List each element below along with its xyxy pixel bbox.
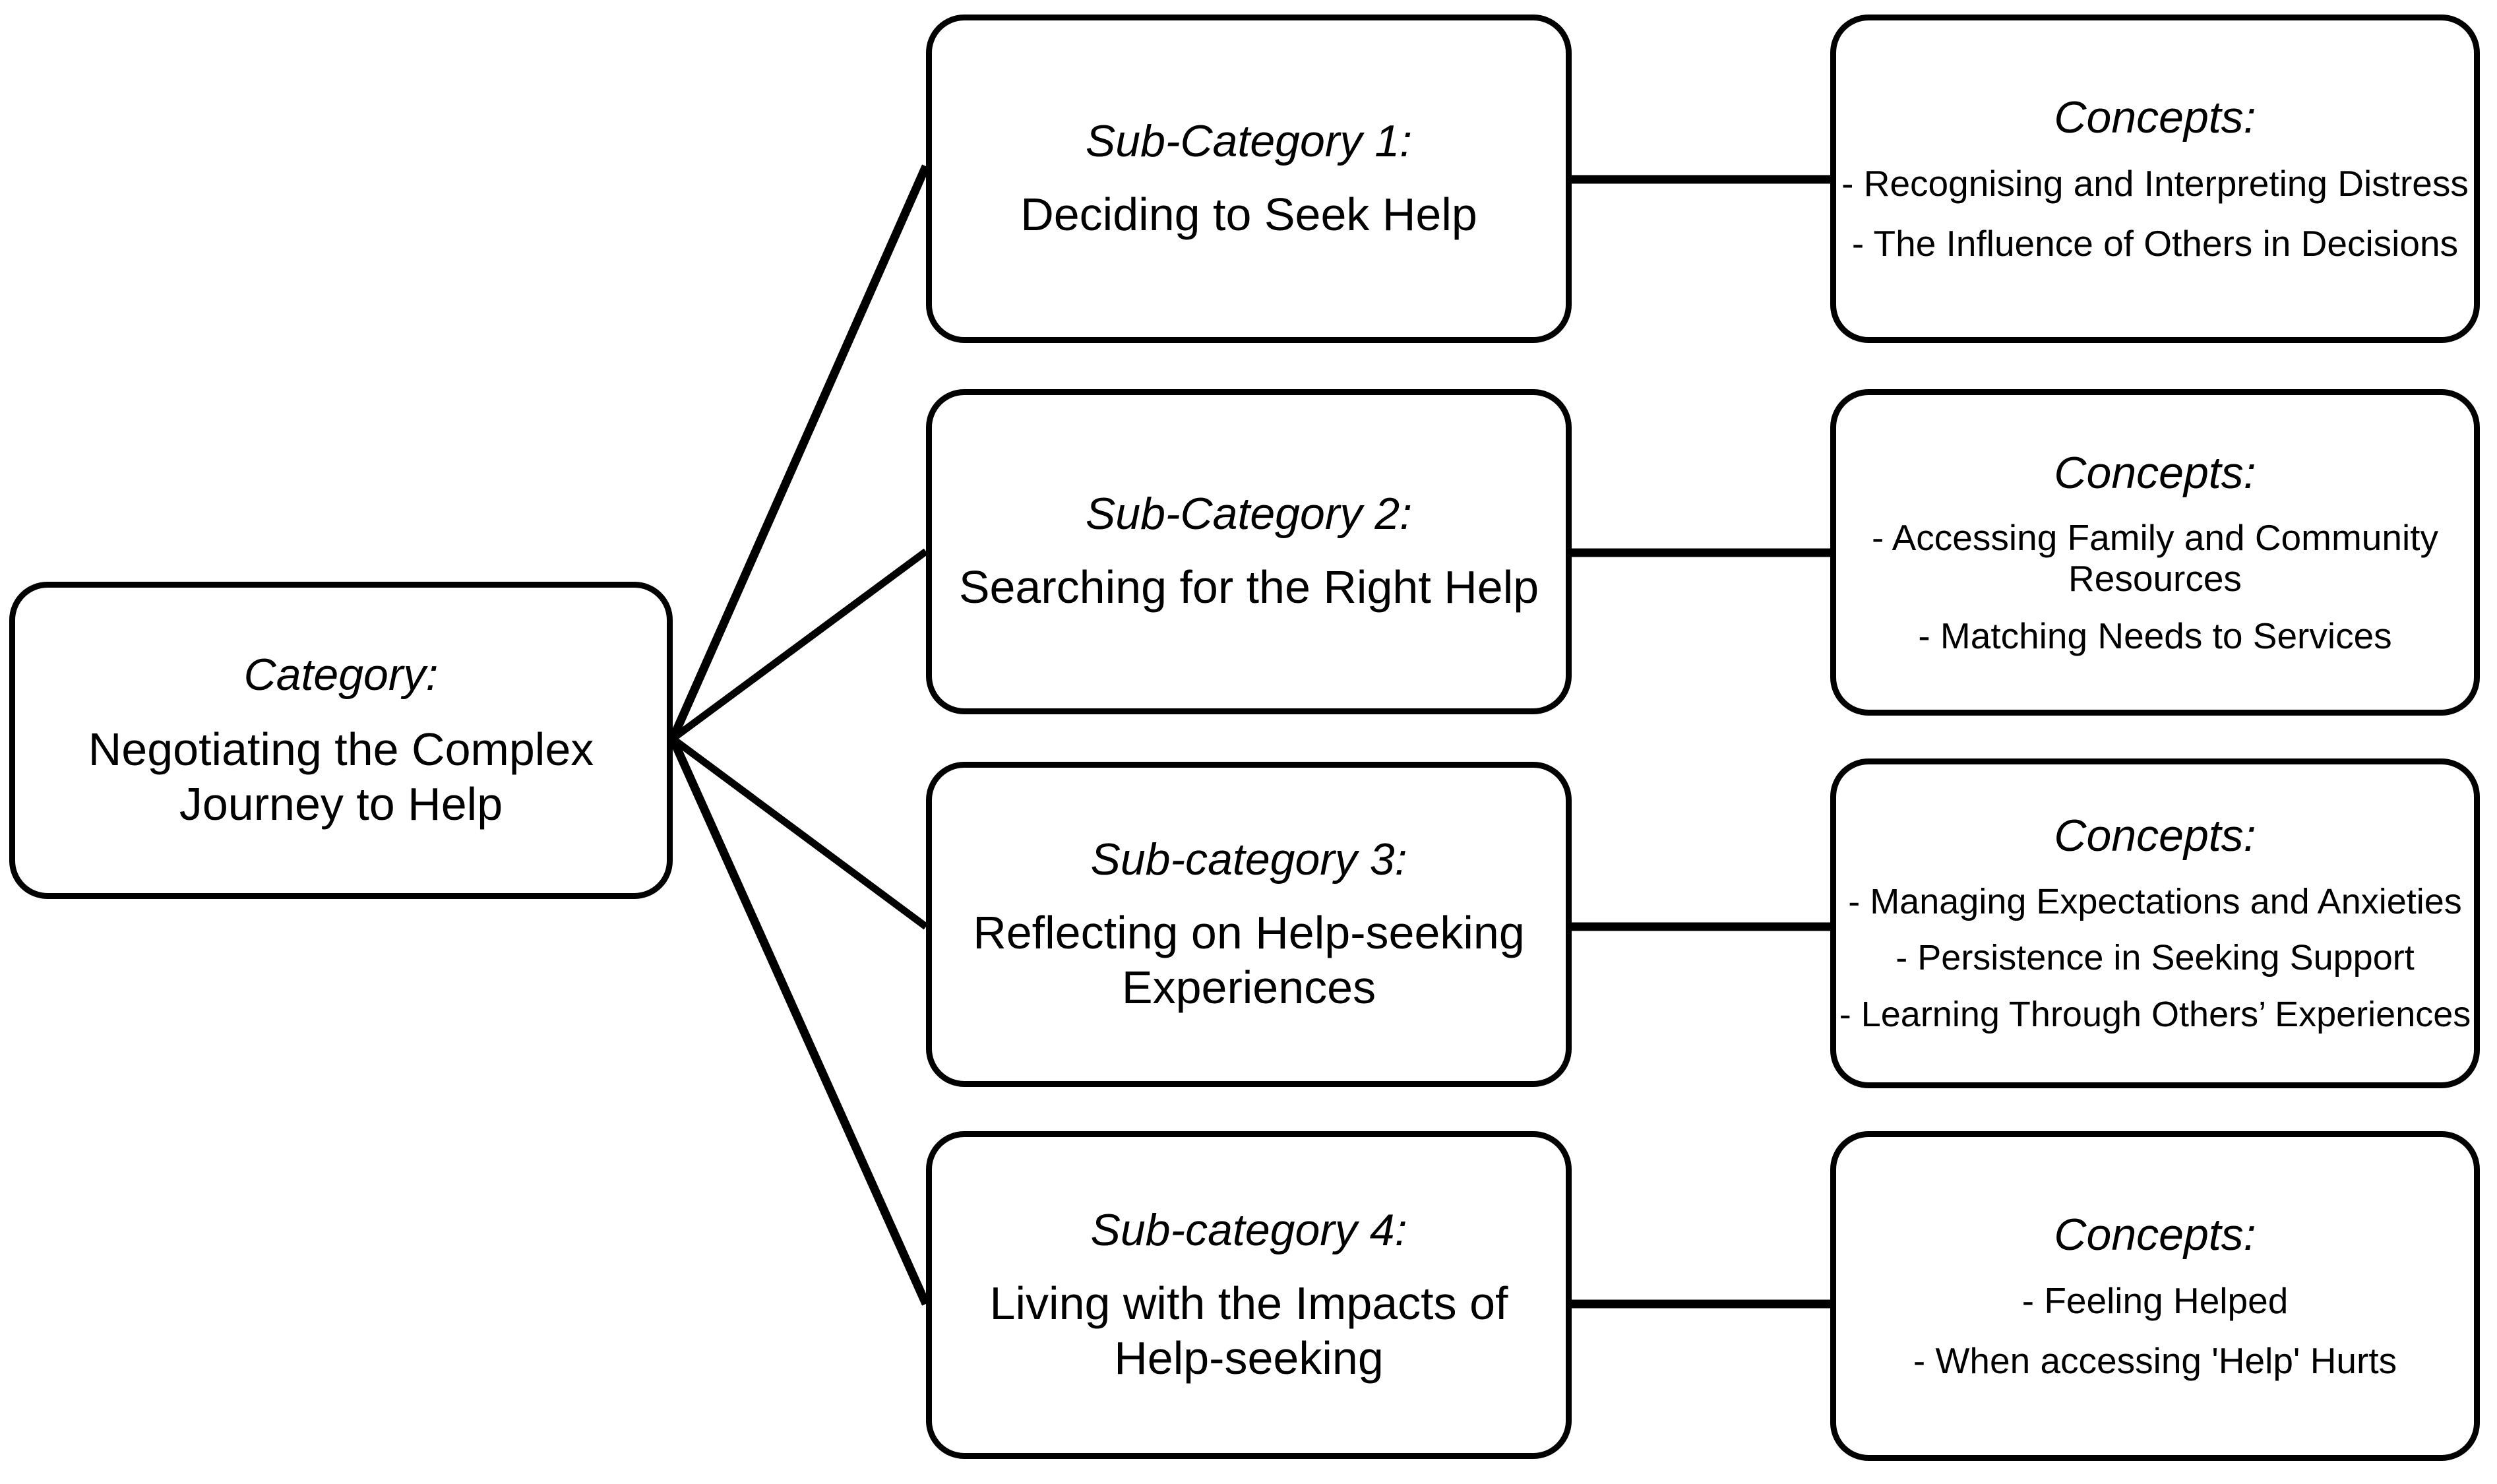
- subcategory-node-3[interactable]: Sub-category 3: Reflecting on Help-seeki…: [926, 762, 1572, 1087]
- concepts-node-3[interactable]: Concepts: - Managing Expectations and An…: [1830, 758, 2480, 1088]
- edge-category-to-sub-4: [669, 737, 930, 1306]
- subcategory-node-2[interactable]: Sub-Category 2: Searching for the Right …: [926, 389, 1572, 714]
- subcategory-title-4: Living with the Impacts of Help-seeking: [989, 1277, 1508, 1384]
- subcategory-title-3: Reflecting on Help-seeking Experiences: [973, 906, 1525, 1013]
- concept-item: - Recognising and Interpreting Distress: [1841, 163, 2469, 204]
- category-node[interactable]: Category: Negotiating the Complex Journe…: [9, 582, 673, 899]
- subcategory-node-1[interactable]: Sub-Category 1: Deciding to Seek Help: [926, 15, 1572, 343]
- subcategory-heading-2: Sub-Category 2:: [1085, 489, 1413, 540]
- edge-category-to-sub-2: [670, 548, 929, 742]
- concepts-heading-3: Concepts:: [2054, 811, 2256, 861]
- concept-item: - Feeling Helped: [2021, 1280, 2289, 1322]
- concepts-list-3: - Managing Expectations and Anxieties - …: [1839, 881, 2471, 1036]
- concepts-node-2[interactable]: Concepts: - Accessing Family and Communi…: [1830, 389, 2480, 716]
- subcategory-title-1: Deciding to Seek Help: [1020, 188, 1477, 240]
- concept-item: - Matching Needs to Services: [1918, 615, 2392, 657]
- concept-item: - Accessing Family and Community Resourc…: [1872, 517, 2438, 599]
- category-title: Negotiating the Complex Journey to Help: [88, 723, 594, 830]
- concepts-node-1[interactable]: Concepts: - Recognising and Interpreting…: [1830, 15, 2480, 343]
- subcategory-title-2: Searching for the Right Help: [958, 561, 1539, 613]
- concept-item: - Managing Expectations and Anxieties: [1848, 881, 2462, 921]
- subcategory-heading-4: Sub-category 4:: [1090, 1204, 1407, 1255]
- category-heading: Category:: [243, 649, 439, 700]
- concept-item: - Learning Through Others’ Experiences: [1839, 994, 2471, 1034]
- concepts-node-4[interactable]: Concepts: - Feeling Helped - When access…: [1830, 1131, 2480, 1461]
- edge-category-to-sub-3: [670, 735, 929, 930]
- edge-category-to-sub-1: [669, 164, 930, 741]
- subcategory-heading-3: Sub-category 3:: [1090, 834, 1407, 884]
- subcategory-heading-1: Sub-Category 1:: [1085, 115, 1413, 166]
- concept-item: - The Influence of Others in Decisions: [1851, 223, 2459, 264]
- concept-item: - Persistence in Seeking Support: [1896, 938, 2415, 978]
- concepts-list-4: - Feeling Helped - When accessing 'Help'…: [1852, 1280, 2458, 1382]
- concepts-heading-4: Concepts:: [2054, 1210, 2256, 1260]
- subcategory-node-4[interactable]: Sub-category 4: Living with the Impacts …: [926, 1131, 1572, 1459]
- concepts-heading-2: Concepts:: [2054, 448, 2256, 499]
- concept-item: - When accessing 'Help' Hurts: [1913, 1340, 2397, 1382]
- concepts-heading-1: Concepts:: [2054, 92, 2256, 143]
- concepts-list-1: - Recognising and Interpreting Distress …: [1841, 162, 2469, 265]
- concepts-list-2: - Accessing Family and Community Resourc…: [1852, 517, 2458, 657]
